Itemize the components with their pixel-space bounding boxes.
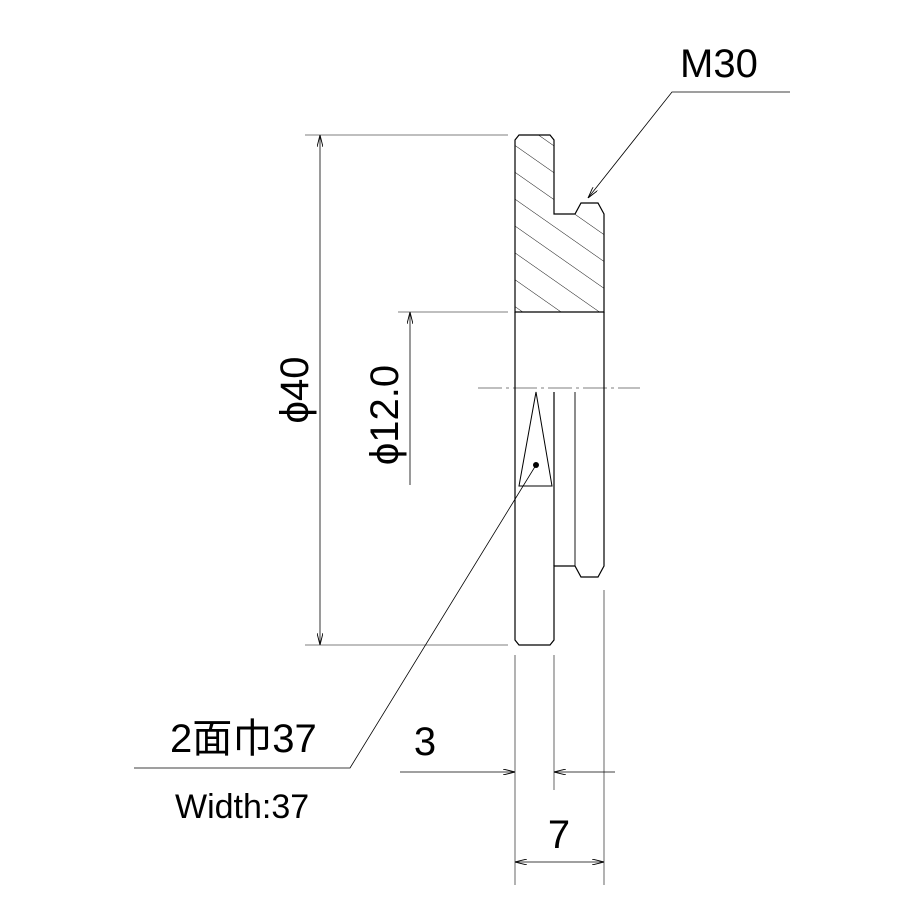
flange-thickness-label: 3 xyxy=(414,720,436,764)
lower-outline xyxy=(514,388,605,646)
part-section xyxy=(514,134,605,646)
width-across-flats-jp: 2面巾37 xyxy=(170,717,317,761)
hex-flat-triangle xyxy=(518,391,553,487)
section-hatch xyxy=(514,134,605,313)
width-across-flats-en: Width:37 xyxy=(175,788,309,826)
bore-diameter-label: ϕ12.0 xyxy=(363,365,407,465)
flats-leader xyxy=(134,464,537,769)
leader-lines xyxy=(134,91,790,769)
dimension-lines xyxy=(320,135,615,862)
thread-label: M30 xyxy=(680,42,758,86)
bore-outline xyxy=(514,312,605,388)
thread-leader xyxy=(588,91,790,198)
total-length-label: 7 xyxy=(548,813,570,857)
outer-diameter-label: ϕ40 xyxy=(273,357,317,424)
extension-lines xyxy=(305,134,605,885)
leader-dot xyxy=(533,462,539,468)
